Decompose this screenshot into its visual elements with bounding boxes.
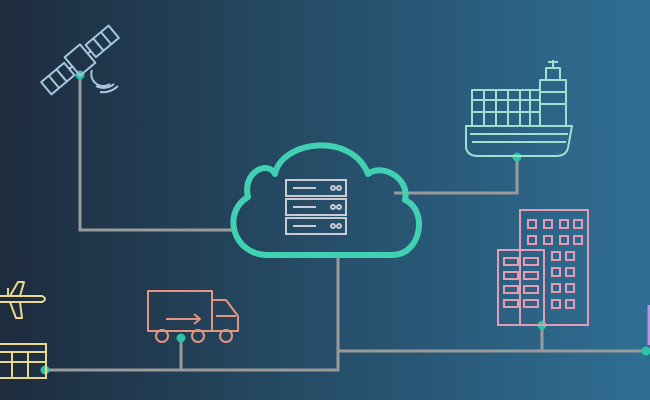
warehouse-icon (0, 343, 47, 379)
satellite-icon (40, 24, 120, 96)
truck-icon (147, 290, 239, 343)
airplane-icon (0, 281, 46, 319)
junction-dots (40, 70, 650, 375)
line-satellite (78, 75, 232, 232)
cloud-server-icon (230, 142, 422, 258)
dot-truck (176, 333, 186, 343)
line-trunk (45, 255, 340, 372)
cloud-outline (230, 142, 422, 258)
connection-lines (45, 75, 648, 372)
dot-edge (641, 346, 650, 356)
cargo-ship-icon (465, 60, 573, 157)
server-rack-icon (285, 179, 347, 235)
buildings-icon (497, 209, 589, 326)
line-ship (394, 157, 519, 195)
